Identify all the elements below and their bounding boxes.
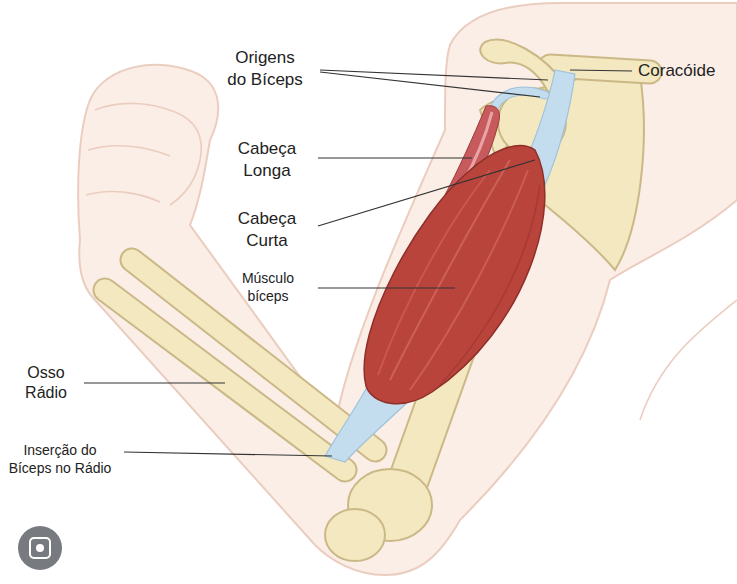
chest-line [640, 300, 737, 420]
muscle-fiber [440, 185, 540, 385]
part-label: Cabeça Curta [232, 208, 302, 252]
leader-lines [84, 70, 632, 456]
finger-line [88, 146, 170, 156]
leader-line [84, 382, 225, 383]
lens-icon [18, 526, 62, 570]
icon-glyph [30, 538, 50, 558]
clavicle-bone [550, 66, 650, 72]
part-label: Origens do Bíceps [225, 47, 305, 91]
leader-line [320, 72, 540, 97]
radius-bone [105, 290, 345, 470]
clavicle-bone [550, 66, 650, 72]
part-label: Coracóide [638, 60, 716, 82]
part-label: Inserção do Bíceps no Rádio [4, 442, 116, 478]
olecranon-bone [325, 509, 385, 561]
leader-line [318, 160, 535, 226]
skin-outline [78, 3, 737, 575]
leader-line [320, 70, 548, 80]
leader-line [318, 157, 472, 158]
icon-circle [18, 526, 62, 570]
part-label: Músculo bíceps [234, 270, 302, 306]
muscle-fiber [390, 160, 510, 380]
leader-line [318, 287, 455, 288]
radius-bone [105, 290, 345, 470]
part-label: Osso Rádio [18, 363, 74, 404]
part-label: Cabeça Longa [232, 138, 302, 182]
thumb-line [170, 112, 201, 205]
leader-line [570, 70, 632, 71]
muscle-fiber [410, 170, 528, 390]
finger-line [95, 103, 175, 112]
leader-line [124, 452, 332, 456]
icon-glyph [36, 544, 44, 552]
finger-line [86, 191, 160, 202]
